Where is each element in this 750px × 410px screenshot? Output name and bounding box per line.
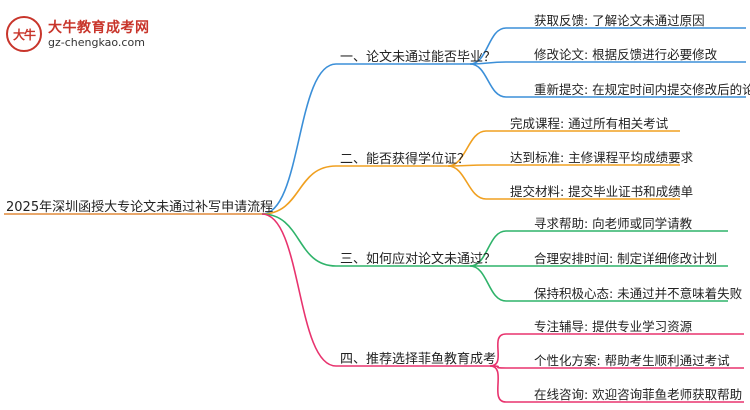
leaf-node: 获取反馈: 了解论文未通过原因 xyxy=(534,13,705,28)
leaf-connector xyxy=(469,27,507,65)
leaf-connector xyxy=(447,130,487,167)
leaf-node: 在线咨询: 欢迎咨询菲鱼老师获取帮助 xyxy=(534,387,743,402)
leaf-connector xyxy=(469,265,507,302)
logo-title: 大牛教育成考网 xyxy=(48,20,150,36)
leaf-node: 修改论文: 根据反馈进行必要修改 xyxy=(534,47,718,62)
logo-url: gz-chengkao.com xyxy=(48,36,145,49)
leaf-connector xyxy=(447,165,487,200)
leaf-node: 合理安排时间: 制定详细修改计划 xyxy=(534,251,718,266)
branch-connector-1 xyxy=(261,63,337,215)
site-logo[interactable]: 大牛 大牛教育成考网 gz-chengkao.com xyxy=(6,14,206,54)
leaf-node: 达到标准: 主修课程平均成绩要求 xyxy=(510,150,694,165)
branch-connector-2 xyxy=(261,165,337,215)
leaf-connector xyxy=(469,63,507,98)
root-node: 2025年深圳函授大专论文未通过补写申请流程 xyxy=(6,200,274,215)
leaf-node: 重新提交: 在规定时间内提交修改后的论文 xyxy=(534,82,750,97)
leaf-node: 提交材料: 提交毕业证书和成绩单 xyxy=(510,184,694,199)
leaf-connector xyxy=(469,230,507,267)
branch-connector-3 xyxy=(261,213,337,267)
logo-badge-icon: 大牛 xyxy=(6,16,42,52)
branch-node-4: 四、推荐选择菲鱼教育成考 xyxy=(340,352,497,367)
leaf-node: 专注辅导: 提供专业学习资源 xyxy=(534,319,693,334)
branch-node-3: 三、如何应对论文未通过？ xyxy=(340,252,497,267)
leaf-node: 个性化方案: 帮助考生顺利通过考试 xyxy=(534,353,730,368)
branch-connector-4 xyxy=(261,213,337,367)
leaf-connector xyxy=(489,365,507,403)
leaf-connector xyxy=(489,333,507,367)
branch-node-1: 一、论文未通过能否毕业？ xyxy=(340,50,497,65)
branch-node-2: 二、能否获得学位证？ xyxy=(340,152,471,167)
leaf-node: 完成课程: 通过所有相关考试 xyxy=(510,116,669,131)
leaf-node: 寻求帮助: 向老师或同学请教 xyxy=(534,216,693,231)
leaf-node: 保持积极心态: 未通过并不意味着失败 xyxy=(534,286,743,301)
